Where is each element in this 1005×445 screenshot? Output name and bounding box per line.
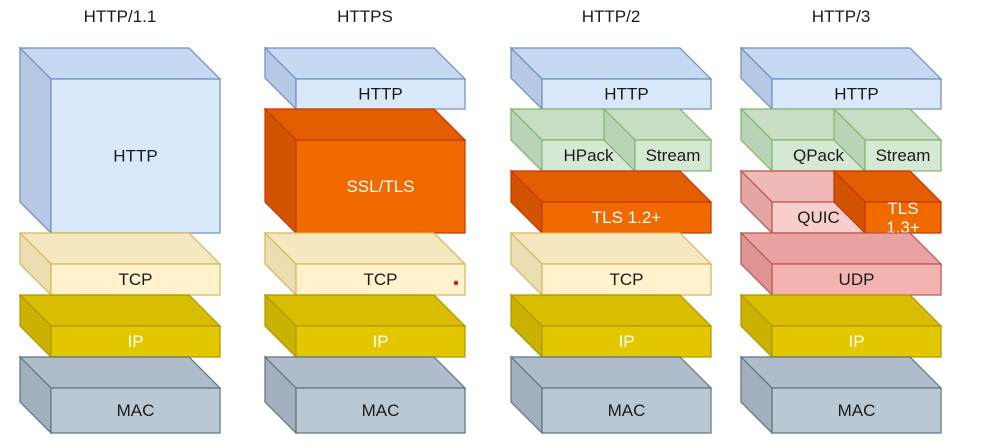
layer-front-face bbox=[634, 139, 712, 172]
layer-label: TLS 1.2+ bbox=[592, 208, 662, 227]
layer-top-face bbox=[18, 356, 222, 389]
layer-top-face bbox=[739, 294, 943, 327]
layer-front-face bbox=[295, 387, 466, 434]
layer-label: QUIC bbox=[797, 208, 840, 227]
layer-http: HTTP bbox=[509, 46, 713, 111]
layer-front-face bbox=[541, 263, 712, 296]
layer-front-face bbox=[50, 78, 221, 234]
layer-label: TCP bbox=[610, 270, 644, 289]
layer-front-face bbox=[295, 325, 466, 358]
layer-front-face bbox=[50, 387, 221, 434]
layer-front-face bbox=[771, 78, 942, 110]
layer-side-face bbox=[19, 46, 52, 235]
layer-label: HTTP bbox=[604, 85, 648, 104]
layer-top-face bbox=[509, 356, 713, 389]
layer-top-face bbox=[509, 232, 713, 265]
stack-title: HTTPS bbox=[337, 7, 393, 26]
layer-top-face bbox=[263, 232, 467, 265]
layer-label: IP bbox=[618, 332, 634, 351]
layer-mac: MAC bbox=[509, 355, 713, 435]
stack-title: HTTP/2 bbox=[582, 7, 641, 26]
layer-label: QPack bbox=[793, 146, 845, 165]
layer-label: TCP bbox=[364, 270, 398, 289]
layer-top-face bbox=[509, 170, 713, 203]
stack-title: HTTP/1.1 bbox=[84, 7, 157, 26]
layer-front-face bbox=[50, 325, 221, 358]
layer-ip: IP bbox=[509, 293, 713, 359]
layer-front-face bbox=[864, 201, 942, 234]
layer-label: MAC bbox=[362, 401, 400, 420]
layer-mac: MAC bbox=[263, 355, 467, 435]
layer-tls-1-2: TLS 1.2+ bbox=[509, 169, 713, 235]
layer-http: HTTP bbox=[263, 46, 467, 111]
layer-front-face bbox=[864, 139, 942, 172]
layer-udp: UDP bbox=[739, 231, 943, 297]
layer-label: HTTP bbox=[358, 85, 402, 104]
layer-label: IP bbox=[127, 332, 143, 351]
stack-https: HTTPS HTTP SSL/TLS TCP IP MAC bbox=[263, 7, 467, 435]
layer-front-face bbox=[771, 325, 942, 358]
layer-top-face bbox=[263, 108, 467, 141]
layer-label: MAC bbox=[838, 401, 876, 420]
layer-label: IP bbox=[372, 332, 388, 351]
layer-top-face bbox=[18, 47, 222, 80]
layer-ip: IP bbox=[263, 293, 467, 359]
layer-top-face bbox=[739, 356, 943, 389]
layer-http: HTTP bbox=[18, 46, 222, 235]
layer-top-face bbox=[18, 294, 222, 327]
layer-http: HTTP bbox=[739, 46, 943, 111]
layer-front-face bbox=[295, 78, 466, 110]
layer-front-face bbox=[541, 201, 712, 234]
layer-ip: IP bbox=[18, 293, 222, 359]
layer-front-face bbox=[50, 263, 221, 296]
layer-top-face bbox=[509, 294, 713, 327]
layer-label: TCP bbox=[119, 270, 153, 289]
layer-label: Stream bbox=[646, 146, 701, 165]
layer-label: IP bbox=[848, 332, 864, 351]
marker-dot bbox=[453, 280, 459, 286]
layer-tcp: TCP bbox=[263, 231, 467, 297]
layer-front-face bbox=[771, 263, 942, 296]
layer-front-face bbox=[541, 387, 712, 434]
stack-title: HTTP/3 bbox=[812, 7, 871, 26]
layer-mac: MAC bbox=[739, 355, 943, 435]
layer-top-face bbox=[263, 356, 467, 389]
layer-ip: IP bbox=[739, 293, 943, 359]
layer-ssl-tls: SSL/TLS bbox=[263, 107, 467, 235]
layer-label: MAC bbox=[608, 401, 646, 420]
layer-label: Stream bbox=[876, 146, 931, 165]
layer-top-face bbox=[739, 232, 943, 265]
layer-top-face bbox=[739, 47, 943, 80]
layer-label: HTTP bbox=[834, 85, 878, 104]
layer-label: HTTP bbox=[113, 147, 157, 166]
layer-front-face bbox=[771, 387, 942, 434]
layer-front-face bbox=[541, 78, 712, 110]
layer-label: SSL/TLS bbox=[346, 177, 414, 196]
layer-tcp: TCP bbox=[509, 231, 713, 297]
layer-tcp: TCP bbox=[18, 231, 222, 297]
layer-top-face bbox=[263, 294, 467, 327]
layer-front-face bbox=[295, 263, 466, 296]
layer-label: UDP bbox=[839, 270, 875, 289]
layer-label: MAC bbox=[117, 401, 155, 420]
layer-label: HPack bbox=[563, 146, 614, 165]
layer-top-face bbox=[263, 47, 467, 80]
layer-top-face bbox=[18, 232, 222, 265]
layer-stream: Stream bbox=[602, 107, 713, 173]
layer-top-face bbox=[509, 47, 713, 80]
layer-stream: Stream bbox=[832, 107, 943, 173]
layer-mac: MAC bbox=[18, 355, 222, 435]
